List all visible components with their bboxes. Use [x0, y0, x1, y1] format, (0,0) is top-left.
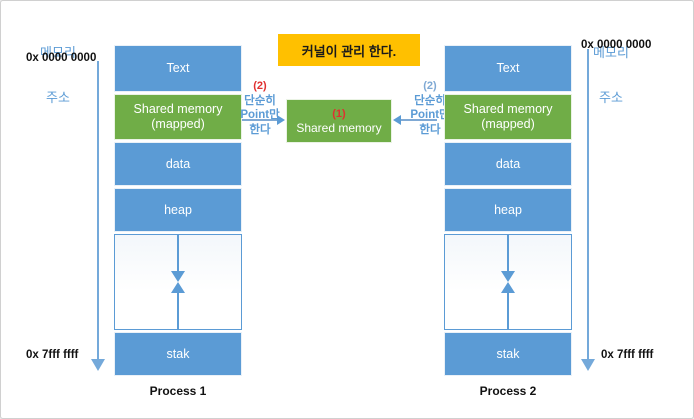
left-address-axis-line: [97, 61, 99, 361]
p1-block-data-label: data: [165, 156, 191, 171]
left-memory-address-label: 메모리 주소: [23, 15, 93, 135]
left-address-bottom: 0x 7fff ffff: [26, 349, 79, 361]
right-address-top: 0x 0000 0000: [581, 39, 652, 51]
process-2-caption: Process 2: [479, 384, 537, 398]
p1-block-stack-label: stak: [166, 346, 190, 361]
right-address-axis-arrowhead: [581, 359, 595, 371]
p1-heap-growth-line: [177, 235, 179, 277]
p1-block-text[interactable]: Text: [114, 45, 242, 92]
kernel-managed-banner-label: 커널이 관리 한다.: [301, 43, 397, 59]
left-connector-segment: [242, 119, 258, 121]
left-connector-segment-2: [256, 119, 278, 121]
p2-block-heap[interactable]: heap: [444, 188, 572, 232]
p1-block-heap-label: heap: [164, 202, 192, 217]
right-address-axis-line: [587, 49, 589, 361]
right-point-note-line1: 단순히: [414, 94, 446, 107]
left-point-note-line1: 단순히: [244, 94, 276, 107]
left-point-note-number: (2): [253, 80, 267, 92]
p1-block-stack[interactable]: stak: [114, 332, 242, 376]
right-point-note-number: (2): [423, 80, 437, 92]
p2-block-shared-memory-mapped[interactable]: Shared memory (mapped): [444, 94, 572, 140]
p1-stack-growth-up-arrow: [171, 282, 185, 293]
p1-block-text-label: Text: [166, 61, 190, 75]
left-address-axis-arrowhead: [91, 359, 105, 371]
right-address-label-line1: 메모리: [593, 45, 629, 60]
p2-heap-growth-line: [507, 235, 509, 277]
p1-block-data[interactable]: data: [114, 142, 242, 186]
p2-block-heap-label: heap: [494, 202, 522, 217]
left-address-label-line1: 메모리: [40, 45, 76, 60]
p2-block-data-label: data: [495, 156, 521, 171]
left-point-note-line2: Point만: [240, 109, 280, 121]
process-1-caption: Process 1: [149, 384, 207, 398]
p2-block-text[interactable]: Text: [444, 45, 572, 92]
p2-block-stack[interactable]: stak: [444, 332, 572, 376]
p2-block-data[interactable]: data: [444, 142, 572, 186]
left-address-top: 0x 0000 0000: [26, 52, 97, 64]
right-point-note-line3: 한다: [419, 123, 441, 136]
right-connector-arrowhead: [393, 115, 401, 125]
left-address-label-line2: 주소: [46, 90, 70, 105]
left-connector-arrowhead: [277, 115, 285, 125]
p1-block-shared-memory-label: Shared memory (mapped): [133, 102, 223, 131]
right-memory-address-label: 메모리 주소: [576, 15, 646, 135]
p1-stack-growth-line: [177, 292, 179, 330]
right-point-only-note: (2) 단순히 Point만 한다: [399, 79, 461, 137]
right-connector-segment-2: [417, 119, 437, 121]
left-point-note-line3: 한다: [249, 123, 271, 136]
central-shared-memory-label: Shared memory: [296, 121, 382, 135]
right-point-note-line2: Point만: [410, 109, 450, 121]
right-address-label-line2: 주소: [599, 90, 623, 105]
central-shared-memory-box[interactable]: (1) Shared memory: [286, 99, 392, 143]
p1-block-shared-memory-mapped[interactable]: Shared memory (mapped): [114, 94, 242, 140]
p2-block-stack-label: stak: [496, 346, 520, 361]
p1-heap-growth-down-arrow: [171, 271, 185, 282]
p2-stack-growth-line: [507, 292, 509, 330]
p1-block-heap[interactable]: heap: [114, 188, 242, 232]
p2-block-shared-memory-label: Shared memory (mapped): [463, 102, 553, 131]
kernel-managed-banner: 커널이 관리 한다.: [278, 34, 420, 66]
p2-block-text-label: Text: [496, 61, 520, 75]
right-connector-segment: [401, 119, 419, 121]
right-address-bottom: 0x 7fff ffff: [601, 349, 654, 361]
p2-heap-growth-down-arrow: [501, 271, 515, 282]
left-point-only-note: (2) 단순히 Point만 한다: [229, 79, 291, 137]
central-shared-memory-tag: (1): [332, 108, 346, 120]
p2-stack-growth-up-arrow: [501, 282, 515, 293]
